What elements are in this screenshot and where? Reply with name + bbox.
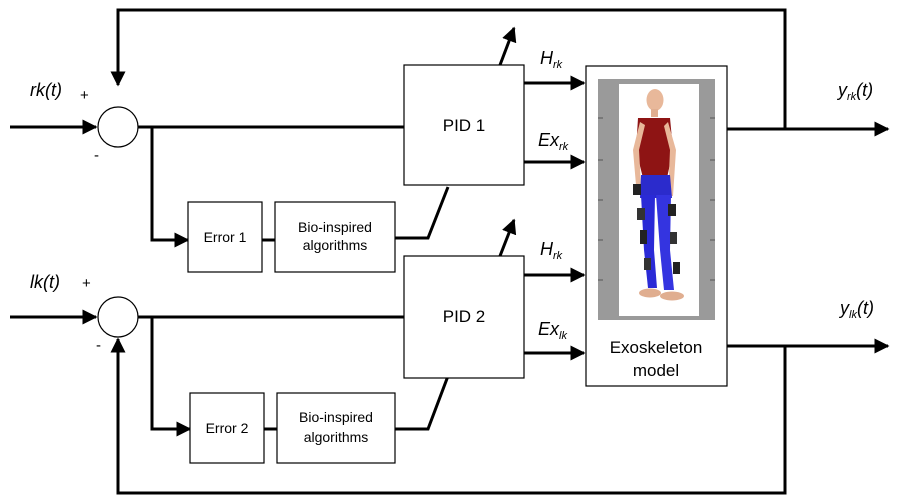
input-label-lk: lk(t) bbox=[30, 272, 60, 292]
pid2-block bbox=[403, 255, 525, 379]
bio2-label-line1: Bio-inspired bbox=[299, 409, 373, 425]
plus-sign-top: + bbox=[80, 87, 89, 104]
exoskeleton-label-line2: model bbox=[633, 361, 679, 380]
error1-block bbox=[187, 201, 263, 273]
feedback-line-rk bbox=[110, 8, 787, 129]
plus-sign-bottom: + bbox=[82, 275, 91, 292]
error2-block bbox=[189, 392, 265, 464]
signal-label-h-rk-top: Hrk bbox=[540, 48, 563, 71]
bio1-label-line1: Bio-inspired bbox=[298, 219, 372, 235]
feedback-line-lk bbox=[110, 337, 787, 495]
bio1-block bbox=[274, 201, 396, 273]
summing-junction-top bbox=[97, 106, 139, 148]
bio2-to-pid2-line bbox=[395, 375, 450, 431]
minus-sign-top: - bbox=[94, 147, 99, 164]
summing-junction-bottom bbox=[97, 296, 139, 338]
error2-label: Error 2 bbox=[206, 420, 249, 436]
exoskeleton-label-line1: Exoskeleton bbox=[610, 338, 703, 357]
bio2-label-line2: algorithms bbox=[304, 429, 369, 445]
signal-label-ex-lk: Exlk bbox=[538, 319, 567, 342]
signal-label-ex-rk: Exrk bbox=[538, 130, 569, 153]
pid1-label: PID 1 bbox=[443, 116, 486, 135]
bio1-to-pid1-line bbox=[395, 186, 450, 240]
signal-label-h-rk-bottom: Hrk bbox=[540, 239, 563, 262]
pid2-label: PID 2 bbox=[443, 307, 486, 326]
bio1-label-line2: algorithms bbox=[303, 237, 368, 253]
branch-line-to-error2 bbox=[150, 317, 192, 437]
branch-line-to-error1 bbox=[150, 127, 190, 248]
pid1-block bbox=[403, 64, 525, 186]
bio2-block bbox=[276, 392, 396, 464]
exoskeleton-figure bbox=[598, 79, 715, 320]
output-label-ylk: ylk(t) bbox=[838, 298, 874, 321]
pid1-tuning-arrow bbox=[498, 26, 517, 66]
input-label-rk: rk(t) bbox=[30, 80, 62, 100]
error1-label: Error 1 bbox=[204, 229, 247, 245]
output-label-yrk: yrk(t) bbox=[836, 80, 873, 103]
pid2-tuning-arrow bbox=[498, 218, 517, 257]
minus-sign-bottom: - bbox=[96, 337, 101, 354]
